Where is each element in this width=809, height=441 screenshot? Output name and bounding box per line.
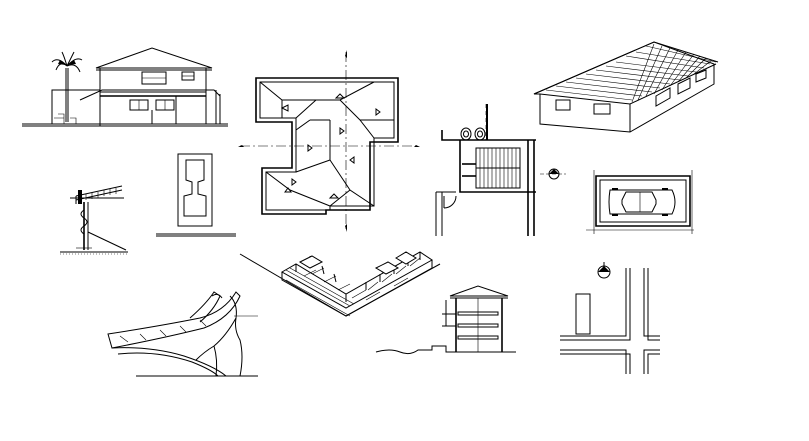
north-arrow-icon [597,262,611,279]
stair-plan [435,104,566,236]
section-marker-icon [548,168,560,180]
house-3d [533,41,719,133]
car-icon [608,188,676,216]
palm-tree-icon [51,51,83,122]
road-intersection [560,262,660,374]
roof-plan [238,50,420,232]
car-garage-plan [586,170,694,234]
house-elevation [22,47,228,127]
spiral-stair [107,291,258,377]
wall-section [60,185,128,255]
building-section [375,285,516,355]
brick-corner-3d [239,251,441,317]
column-detail [156,153,236,237]
toilet-icons [460,127,486,141]
